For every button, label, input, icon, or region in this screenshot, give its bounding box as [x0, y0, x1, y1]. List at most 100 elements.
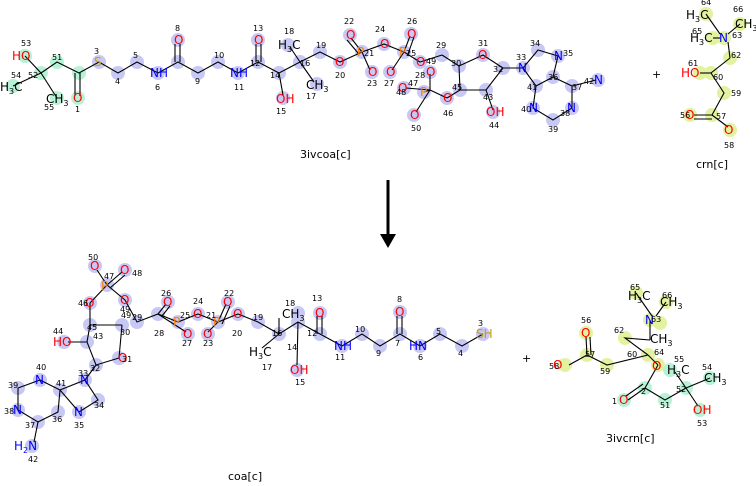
svg-text:21: 21 [364, 49, 374, 58]
svg-text:46: 46 [78, 299, 88, 308]
svg-text:N: N [529, 101, 538, 115]
svg-text:H3C: H3C [0, 80, 23, 96]
svg-text:41: 41 [56, 379, 66, 388]
svg-text:N: N [645, 313, 654, 327]
svg-text:15: 15 [276, 107, 286, 116]
svg-text:H3C: H3C [686, 8, 709, 24]
svg-text:O: O [443, 91, 452, 105]
svg-text:43: 43 [483, 93, 493, 102]
svg-text:NH: NH [230, 66, 248, 80]
svg-text:44: 44 [489, 121, 499, 130]
svg-text:O: O [118, 351, 127, 365]
svg-text:22: 22 [224, 289, 234, 298]
svg-text:P: P [101, 279, 108, 293]
svg-text:33: 33 [516, 53, 526, 62]
svg-text:3: 3 [478, 319, 483, 328]
svg-text:P: P [173, 315, 180, 329]
svg-text:S: S [94, 55, 102, 69]
svg-text:14: 14 [270, 71, 280, 80]
svg-text:O: O [203, 327, 212, 341]
svg-text:46: 46 [443, 109, 453, 118]
svg-text:33: 33 [78, 369, 88, 378]
molecule-coa: O O P O O O HO O P O O P O O O CH3 H3C O… [4, 253, 493, 464]
svg-text:5: 5 [436, 327, 441, 336]
svg-text:24: 24 [375, 25, 385, 34]
svg-text:H3C: H3C [667, 363, 690, 379]
svg-text:39: 39 [8, 381, 18, 390]
svg-text:HO: HO [12, 49, 30, 63]
svg-text:O: O [315, 306, 324, 320]
svg-text:O: O [426, 65, 435, 79]
svg-text:35: 35 [74, 421, 84, 430]
molecule-3ivcoa: HO H3C CH3 O S NH O NH O OH H3C CH3 O P … [0, 17, 605, 134]
svg-text:O: O [368, 65, 377, 79]
svg-text:O: O [346, 28, 355, 42]
bond-layer [17, 269, 484, 443]
svg-text:41: 41 [527, 83, 537, 92]
svg-text:53: 53 [697, 419, 707, 428]
svg-text:49: 49 [121, 311, 131, 320]
svg-text:OH: OH [276, 92, 294, 106]
svg-text:52: 52 [28, 71, 38, 80]
svg-text:4: 4 [458, 349, 463, 358]
svg-text:23: 23 [367, 79, 377, 88]
svg-text:16: 16 [300, 59, 310, 68]
svg-text:40: 40 [521, 105, 531, 114]
svg-text:64: 64 [654, 348, 664, 357]
svg-text:55: 55 [44, 103, 54, 112]
svg-text:18: 18 [284, 27, 294, 36]
svg-text:O: O [395, 305, 404, 319]
svg-text:51: 51 [52, 53, 62, 62]
svg-text:49: 49 [426, 57, 436, 66]
svg-text:12: 12 [307, 329, 317, 338]
svg-text:CH3: CH3 [660, 295, 683, 311]
svg-text:40: 40 [36, 363, 46, 372]
svg-text:60: 60 [627, 350, 637, 359]
svg-text:22: 22 [344, 17, 354, 26]
highlight-layer [6, 27, 605, 127]
svg-text:4: 4 [115, 77, 120, 86]
svg-text:48: 48 [132, 269, 142, 278]
svg-text:44: 44 [53, 327, 63, 336]
svg-text:O: O [724, 123, 733, 137]
label-3ivcrn: 3ivcrn[c] [606, 432, 655, 445]
svg-text:HO: HO [681, 66, 699, 80]
svg-text:29: 29 [436, 41, 446, 50]
svg-text:57: 57 [585, 350, 595, 359]
svg-text:CH3: CH3 [282, 307, 305, 323]
svg-text:56: 56 [680, 111, 690, 120]
svg-text:60: 60 [713, 73, 723, 82]
svg-text:11: 11 [234, 83, 244, 92]
svg-text:25: 25 [406, 49, 416, 58]
svg-text:9: 9 [195, 77, 200, 86]
svg-text:CH3: CH3 [650, 332, 673, 348]
svg-text:O: O [398, 81, 407, 95]
svg-text:N: N [74, 405, 83, 419]
svg-text:54: 54 [11, 71, 21, 80]
svg-text:19: 19 [253, 313, 263, 322]
svg-text:55: 55 [674, 355, 684, 364]
svg-text:10: 10 [214, 51, 224, 60]
svg-text:62: 62 [614, 326, 624, 335]
reaction-arrow [380, 180, 396, 248]
svg-text:45: 45 [87, 323, 97, 332]
svg-text:58: 58 [724, 141, 734, 150]
svg-text:26: 26 [161, 289, 171, 298]
svg-text:OH: OH [486, 105, 504, 119]
svg-text:O: O [335, 55, 344, 69]
svg-text:HN: HN [409, 339, 427, 353]
svg-text:38: 38 [4, 407, 14, 416]
svg-text:HO: HO [53, 335, 71, 349]
svg-text:NH: NH [150, 66, 168, 80]
svg-text:OH: OH [693, 403, 711, 417]
svg-text:52: 52 [676, 385, 686, 394]
svg-text:H3C: H3C [690, 31, 713, 47]
svg-text:N: N [554, 49, 563, 63]
svg-text:O: O [223, 295, 232, 309]
svg-text:47: 47 [104, 272, 114, 281]
svg-text:O: O [407, 27, 416, 41]
svg-text:CH3: CH3 [46, 92, 69, 108]
svg-text:27: 27 [384, 79, 394, 88]
